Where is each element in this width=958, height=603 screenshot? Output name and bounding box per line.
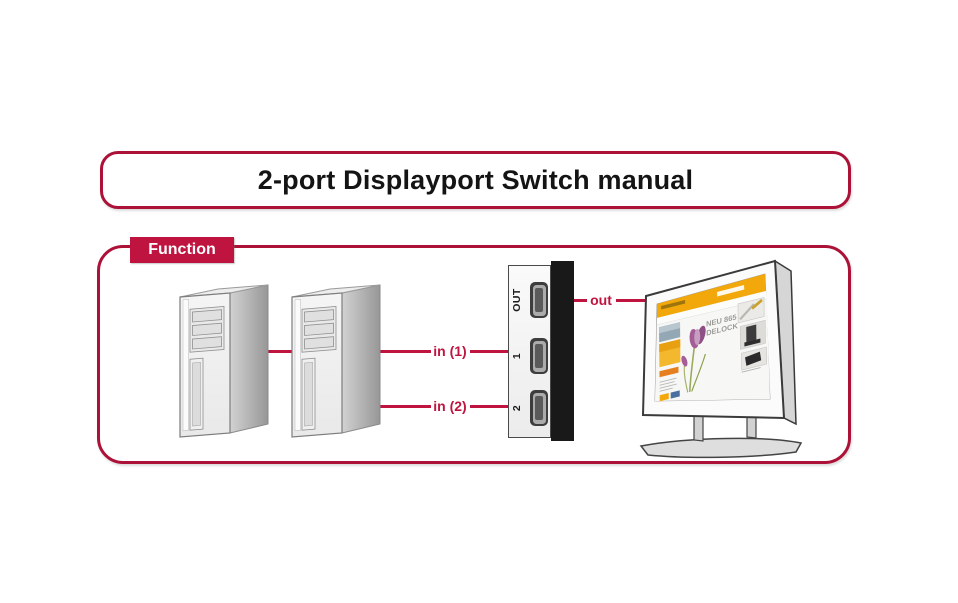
in2-line-right [470,405,512,408]
in1-line-right [470,350,512,353]
monitor-stand-base [639,437,803,459]
displayport-in1-port-icon [530,338,548,374]
sidebar-button [659,366,679,378]
in2-line-left [372,405,431,408]
in2-label: in (2) [433,398,467,414]
monitor-illustration: NEU 865 DELOCK [639,259,803,459]
webpage-content: NEU 865 DELOCK [659,297,767,402]
in1-label: in (1) [433,343,467,359]
sidebar-logo-badge [659,393,669,402]
title-banner: 2-port Displayport Switch manual [100,151,851,209]
displayport-out-port-icon [530,282,548,318]
switch-side-panel [551,261,574,441]
webpage-nav-band [656,291,767,325]
webpage-logo [661,300,686,310]
displayport-switch-illustration: OUT 1 2 [508,265,551,438]
tower-front-details [182,298,225,432]
out-label: out [590,292,612,308]
webpage-search-pill [717,285,745,297]
computer-tower-2-illustration [291,284,381,438]
webpage-header-band [657,274,766,318]
out-line-left [572,299,587,302]
function-section-label-box: Function [130,237,234,263]
function-section-label: Function [148,241,216,258]
product-thumbnails [737,297,767,373]
sidebar-logo-badge [670,390,680,399]
computer-tower-1-illustration [179,284,269,438]
tower-side-face [229,284,269,434]
out-line-right [616,299,650,302]
webpage-body [655,299,770,401]
page-title: 2-port Displayport Switch manual [257,164,694,195]
flower-image [681,325,707,393]
displayport-in2-port-icon [530,390,548,426]
